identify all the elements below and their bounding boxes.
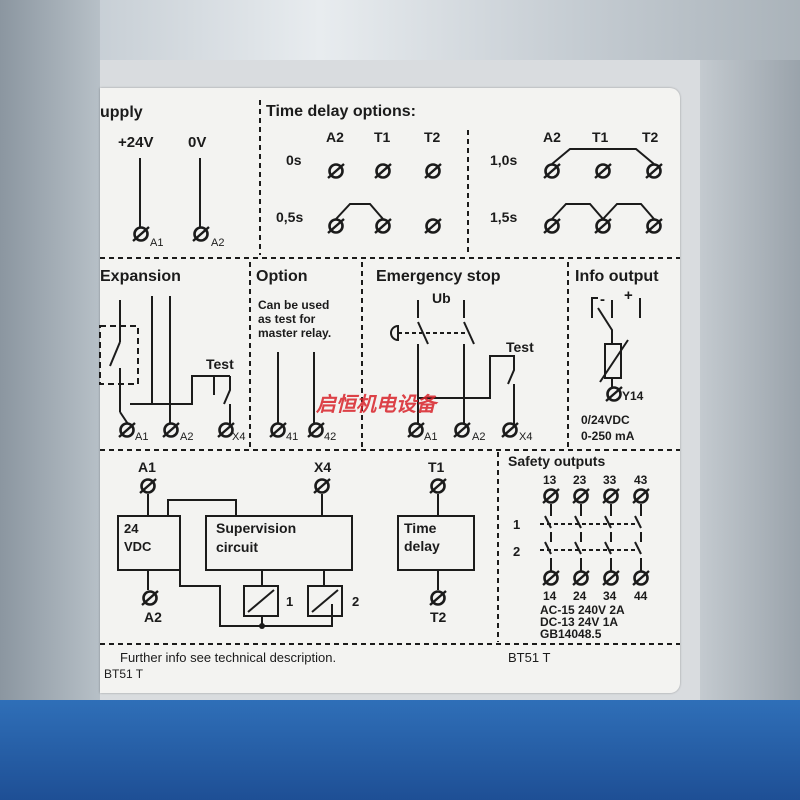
rating-gb: GB14048.5 [540, 627, 602, 641]
row-05s-label: 0,5s [276, 209, 303, 225]
row-0s-label: 0s [286, 152, 302, 168]
option-42-label: 42 [324, 431, 336, 443]
col-t1-label: T1 [374, 129, 391, 145]
blue-base [0, 700, 800, 800]
coil-2-label: 2 [352, 594, 359, 609]
vdc-line-1: 24 [124, 521, 139, 536]
col-a2-label-right: A2 [543, 129, 561, 145]
col-t1-label-right: T1 [592, 129, 609, 145]
watermark-text: 启恒机电设备 [315, 393, 439, 416]
option-note-1: Can be used [258, 298, 329, 312]
safety-title: Safety outputs [508, 453, 605, 469]
option-41-label: 41 [286, 431, 298, 443]
wiring-label [100, 88, 680, 693]
option-note-3: master relay. [258, 326, 331, 340]
info-spec-1: 0/24VDC [581, 413, 630, 427]
block-a1-label: A1 [138, 459, 156, 475]
emergency-ub-label: Ub [432, 290, 451, 306]
expansion-test-label: Test [206, 356, 234, 372]
terminal-icon [191, 225, 211, 243]
emergency-x4-label: X4 [519, 431, 532, 443]
option-section: Option Can be used as test for master re… [256, 268, 336, 443]
block-x4-label: X4 [314, 459, 331, 475]
safety-outputs-section: Safety outputs 13 23 33 43 1 2 14 24 34 … [508, 453, 651, 641]
info-minus-label: - [600, 291, 605, 308]
block-a2-label: A2 [144, 609, 162, 625]
background-top [0, 0, 800, 70]
supply-section: upply +24V 0V A1 A2 [100, 104, 224, 249]
col-t2-label-right: T2 [642, 129, 659, 145]
info-output-section: Info output - + Y14 0/24VDC 0-250 mA [575, 268, 659, 443]
safety-top-13: 13 [543, 473, 557, 487]
safety-bottom-14: 14 [543, 589, 557, 603]
emergency-a1-label: A1 [424, 431, 437, 443]
time-delay-section: Time delay options: A2 T1 T2 A2 T1 T2 0s… [266, 103, 664, 235]
safety-top-43: 43 [634, 473, 648, 487]
info-y14-label: Y14 [622, 389, 644, 403]
background-left [0, 0, 100, 800]
expansion-section: Expansion Test A1 A2 X4 [99, 268, 245, 443]
col-a2-label: A2 [326, 129, 344, 145]
row-15s-label: 1,5s [490, 209, 517, 225]
background-right [690, 60, 800, 760]
safety-row-2: 2 [513, 544, 520, 559]
expansion-title: Expansion [100, 268, 181, 285]
emergency-test-label: Test [506, 339, 534, 355]
safety-bottom-44: 44 [634, 589, 648, 603]
safety-bottom-24: 24 [573, 589, 587, 603]
safety-bottom-34: 34 [603, 589, 617, 603]
info-spec-2: 0-250 mA [581, 429, 635, 443]
safety-top-23: 23 [573, 473, 587, 487]
expansion-a2-label: A2 [180, 431, 193, 443]
supply-zero-label: 0V [188, 134, 206, 151]
block-t2-label: T2 [430, 609, 447, 625]
expansion-a1-label: A1 [135, 431, 148, 443]
expansion-x4-label: X4 [232, 431, 245, 443]
supply-a1-label: A1 [150, 237, 163, 249]
footer-model-right: BT51 T [508, 650, 550, 665]
supply-title: upply [100, 104, 143, 121]
block-diagram: A1 X4 T1 24 VDC Supervision circuit Time… [117, 459, 475, 629]
coil-1-label: 1 [286, 594, 293, 609]
footer-model-left: BT51 T [104, 667, 144, 681]
info-output-title: Info output [575, 268, 659, 285]
supply-plus-label: +24V [118, 134, 153, 151]
section-dividers [100, 100, 680, 645]
terminal-icon [131, 225, 151, 243]
option-note-2: as test for [258, 312, 316, 326]
row-10s-label: 1,0s [490, 152, 517, 168]
emergency-stop-section: Emergency stop Ub Test A1 A2 X4 [376, 268, 534, 443]
emergency-title: Emergency stop [376, 268, 501, 285]
rating-ac15: AC-15 240V 2A [540, 603, 625, 617]
option-title: Option [256, 268, 308, 285]
safety-row-1: 1 [513, 517, 520, 532]
time-delay-block-line-1: Time [404, 520, 437, 536]
emergency-a2-label: A2 [472, 431, 485, 443]
supervision-line-1: Supervision [216, 520, 296, 536]
vdc-line-2: VDC [124, 539, 152, 554]
info-plus-label: + [624, 287, 633, 304]
footer-info: Further info see technical description. [120, 650, 336, 665]
supply-a2-label: A2 [211, 237, 224, 249]
supervision-line-2: circuit [216, 539, 258, 555]
col-t2-label: T2 [424, 129, 441, 145]
block-t1-label: T1 [428, 459, 445, 475]
time-delay-title: Time delay options: [266, 103, 416, 120]
safety-top-33: 33 [603, 473, 617, 487]
time-delay-block-line-2: delay [404, 538, 440, 554]
rating-dc13: DC-13 24V 1A [540, 615, 618, 629]
